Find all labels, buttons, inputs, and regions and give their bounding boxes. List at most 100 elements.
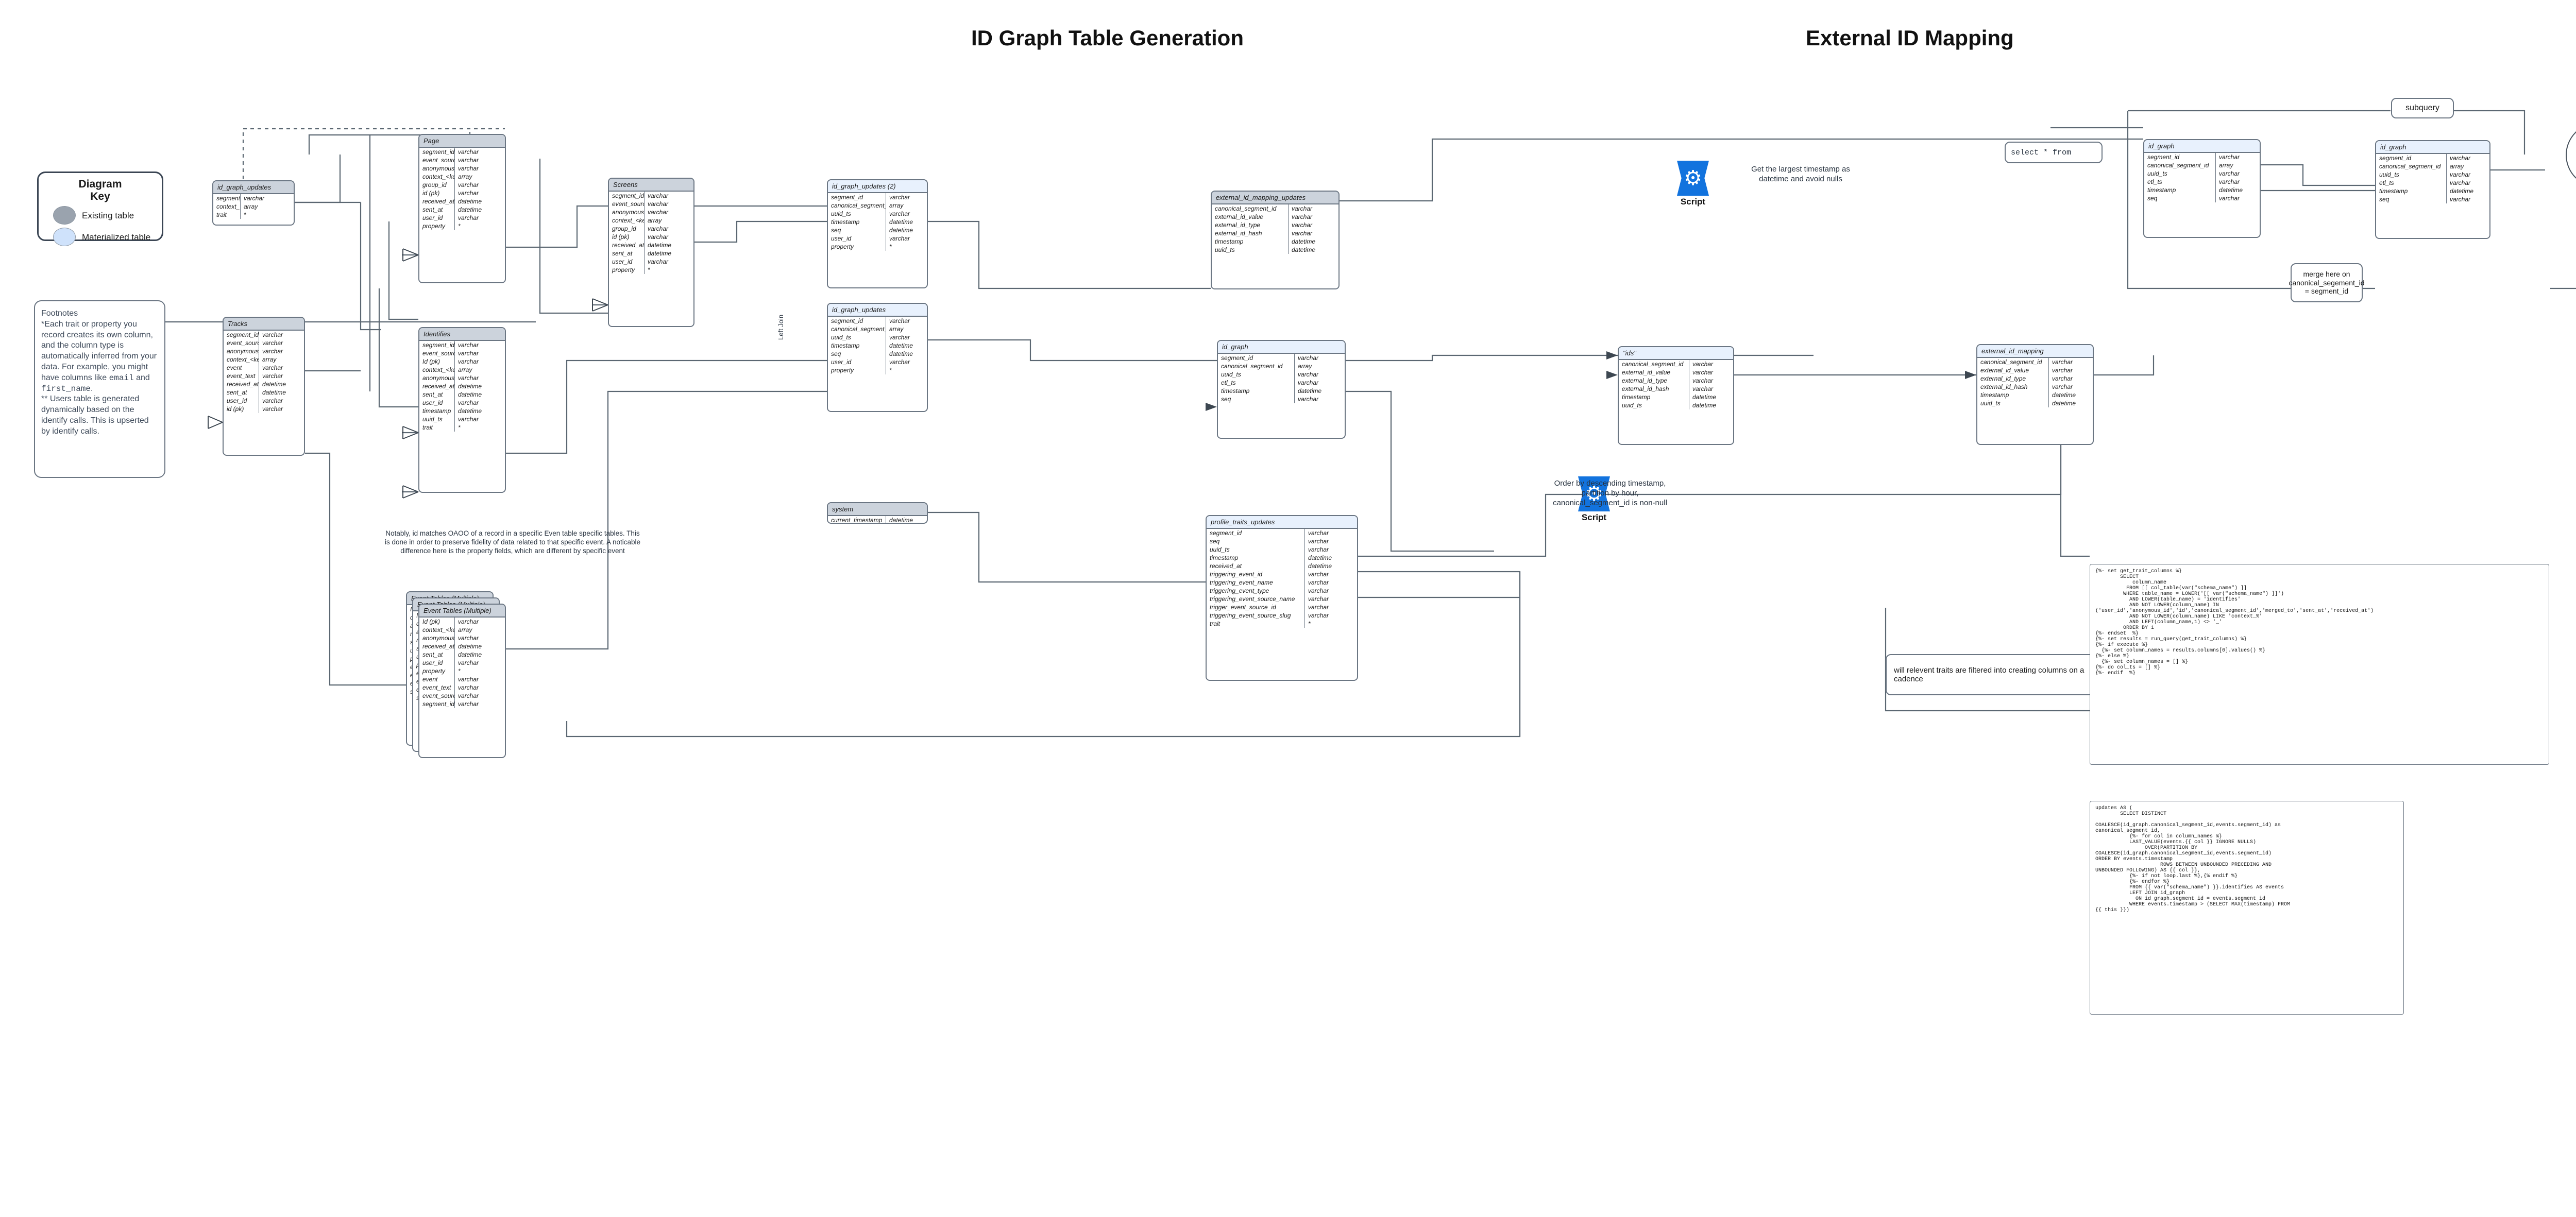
- column-type: varchar: [458, 214, 479, 221]
- column-name: uuid_ts: [1212, 246, 1289, 254]
- column-type: *: [889, 243, 892, 250]
- column-type: array: [2219, 162, 2233, 169]
- column-type: varchar: [1692, 385, 1714, 392]
- entity-table-page: Pagesegment_idvarcharevent_source_idvarc…: [418, 134, 506, 283]
- column-type: varchar: [1308, 546, 1329, 553]
- column-type: varchar: [1298, 379, 1319, 386]
- column-type: varchar: [458, 341, 479, 349]
- column-type: datetime: [1308, 562, 1332, 570]
- entity-table-screens: Screenssegment_idvarcharevent_source_idv…: [608, 178, 694, 327]
- column-type: datetime: [1308, 554, 1332, 561]
- column-type: varchar: [458, 350, 479, 357]
- script-caption: Script: [1680, 197, 1706, 207]
- existing-table-label: Existing table: [82, 210, 134, 220]
- column-name: canonical_segment_id: [1218, 362, 1295, 370]
- script-node-order-by[interactable]: ⚙ Script: [1578, 476, 1610, 523]
- table-row: trait*: [213, 211, 294, 219]
- column-name: timestamp: [1218, 387, 1295, 395]
- column-type: varchar: [262, 348, 283, 355]
- column-name: segment_id: [213, 194, 241, 202]
- column-type: datetime: [262, 381, 286, 388]
- table-row: trait*: [419, 423, 505, 432]
- column-type: datetime: [458, 407, 482, 415]
- column-name: segment_id: [828, 317, 886, 325]
- materialized-table-swatch: [53, 228, 76, 247]
- column-type: datetime: [458, 198, 482, 205]
- left-join-vertical-label: Left Join: [777, 314, 785, 340]
- column-name: external_id_value: [1977, 366, 2049, 374]
- table-header: Event Tables (Multiple): [419, 605, 505, 618]
- column-name: property: [828, 243, 886, 251]
- column-type: datetime: [1298, 387, 1322, 395]
- column-name: etl_ts: [2144, 178, 2216, 186]
- column-name: id (pk): [419, 189, 455, 197]
- column-name: received_at: [1207, 562, 1305, 570]
- column-type: varchar: [1692, 369, 1714, 376]
- column-name: segment_id: [2144, 153, 2216, 161]
- column-type: array: [889, 325, 904, 333]
- table-body: Id (pk)varcharcontext_<key>arrayanonymou…: [419, 618, 505, 708]
- table-row: Id (pk)varchar: [419, 618, 505, 626]
- column-name: segment_id: [224, 331, 259, 339]
- column-type: varchar: [458, 181, 479, 188]
- column-type: varchar: [1292, 230, 1313, 237]
- table-header: external_id_mapping: [1977, 345, 2093, 358]
- table-row: id (pk)varchar: [419, 189, 505, 197]
- column-name: seq: [1218, 395, 1295, 403]
- column-type: varchar: [648, 233, 669, 241]
- column-name: event_text: [419, 683, 455, 692]
- code-text: updates AS ( SELECT DISTINCT COALESCE(id…: [2095, 805, 2291, 913]
- column-name: event_source_id: [224, 339, 259, 347]
- script-node-largest-timestamp[interactable]: ⚙ Script: [1677, 161, 1709, 207]
- column-type: datetime: [458, 651, 482, 658]
- column-type: varchar: [458, 676, 479, 683]
- table-row: context_<key>array: [419, 173, 505, 181]
- section-title-externalid: External ID Mapping: [1806, 26, 2014, 50]
- column-name: external_id_type: [1212, 221, 1289, 229]
- column-type: datetime: [2219, 186, 2243, 194]
- table-title: profile_traits_updates: [1211, 518, 1275, 526]
- column-type: varchar: [262, 405, 283, 413]
- column-name: id (pk): [224, 405, 259, 413]
- column-name: id (pk): [609, 233, 645, 241]
- column-name: seq: [1207, 537, 1305, 545]
- column-name: event_source_id: [609, 200, 645, 208]
- column-type: varchar: [458, 165, 479, 172]
- column-name: triggering_event_source_slug: [1207, 611, 1305, 620]
- column-name: received_at: [224, 380, 259, 388]
- table-title: id_graph_updates (2): [832, 182, 896, 190]
- column-type: datetime: [458, 206, 482, 213]
- column-name: context_<key>: [419, 366, 455, 374]
- column-name: timestamp: [2144, 186, 2216, 194]
- column-type: datetime: [1692, 402, 1717, 409]
- column-name: etl_ts: [2376, 179, 2447, 187]
